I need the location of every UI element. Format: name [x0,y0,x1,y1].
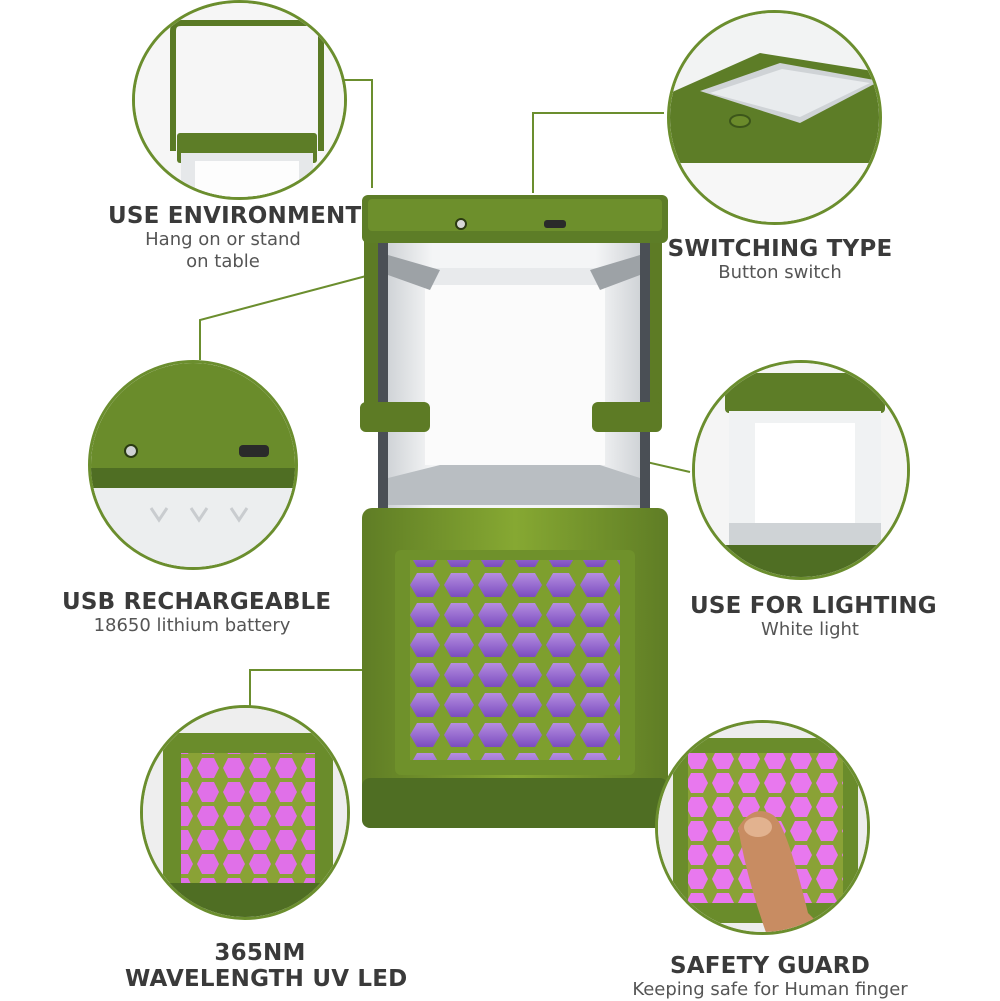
feature-subtitle: 18650 lithium battery [93,615,291,637]
feature-uv-led: 365NM WAVELENGTH UV LED [125,940,408,993]
circle-use-for-lighting [692,360,910,580]
feature-subtitle: on table [186,251,260,273]
feature-title: 365NM [214,940,306,966]
feature-use-for-lighting: USE FOR LIGHTING White light [690,593,937,641]
switch-button-closeup-icon [729,114,751,128]
feature-title: USE FOR LIGHTING [690,593,937,619]
feature-use-environment: USE ENVIRONMENT Hang on or stand on tabl… [108,203,362,273]
feature-usb-rechargeable: USB RECHARGEABLE 18650 lithium battery [62,589,332,637]
feature-subtitle: Hang on or stand [145,229,301,251]
usb-port-icon [544,220,566,228]
circle-safety-guard [655,720,870,935]
circle-switching-type [667,10,882,225]
circle-uv-led [140,705,350,920]
feature-switching-type: SWITCHING TYPE Button switch [665,236,895,284]
circle-usb-rechargeable [88,360,298,570]
feature-safety-guard: SAFETY GUARD Keeping safe for Human fing… [620,953,920,1001]
feature-title: USE ENVIRONMENT [108,203,362,229]
feature-title: USB RECHARGEABLE [62,589,332,615]
micro-usb-port-icon [239,445,269,457]
feature-subtitle: Keeping safe for Human finger [632,979,908,1001]
feature-title: SWITCHING TYPE [667,236,893,262]
feature-title: SAFETY GUARD [670,953,870,979]
circle-use-environment [132,0,347,200]
finger-icon [738,811,827,932]
feature-subtitle: White light [761,619,859,641]
feature-subtitle: Button switch [718,262,842,284]
feature-title: WAVELENGTH UV LED [125,966,408,993]
switch-button-icon [455,218,467,230]
indicator-light-icon [124,444,138,458]
